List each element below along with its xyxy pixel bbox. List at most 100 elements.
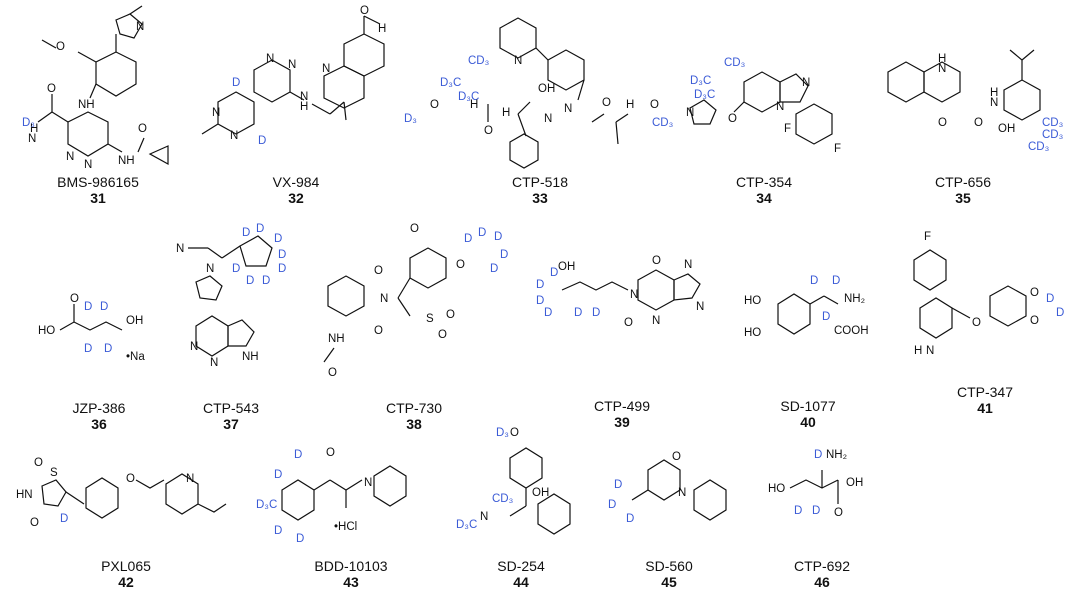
deuterium-label: D₃ [404, 113, 417, 125]
deuterium-label: D [794, 505, 802, 517]
deuterium-label: D₃C [458, 91, 479, 103]
deuterium-label: D₃C [690, 75, 711, 87]
atom-oh: OH [126, 315, 143, 327]
sodium-salt: •Na [126, 351, 145, 363]
deuterium-label: D [242, 227, 250, 239]
compound-name: CTP-354 [735, 174, 793, 190]
atom-o: O [728, 113, 737, 125]
atom-o: O [456, 259, 465, 271]
deuterium-label: D₃ [22, 117, 35, 129]
atom-n: N [696, 301, 704, 313]
compound-38: O O D D D D D N O O S O O NH O CTP-730 3… [314, 222, 514, 432]
deuterium-label: D [1056, 307, 1064, 319]
compound-number: 43 [343, 574, 359, 590]
atom-n: N [212, 107, 220, 119]
atom-nh: H [626, 99, 634, 111]
deuterium-label: D [536, 279, 544, 291]
atom-n: N [630, 289, 638, 301]
compound-name: PXL065 [101, 558, 151, 574]
compound-name: SD-254 [497, 558, 545, 574]
atom-ho: HO [38, 325, 55, 337]
deuterium-label: CD₃ [652, 117, 674, 129]
atom-o: O [374, 265, 383, 277]
compound-name: CTP-692 [793, 558, 851, 574]
atom-o: O [602, 97, 611, 109]
deuterium-label: D [592, 307, 600, 319]
atom-nh: H [990, 87, 998, 99]
atom-o: O [30, 517, 39, 529]
atom-nh2: NH₂ [826, 449, 847, 461]
atom-nh2: NH₂ [844, 293, 865, 305]
deuterium-label: D [536, 295, 544, 307]
compound-name: SD-560 [645, 558, 693, 574]
atom-o: O [652, 255, 661, 267]
structure-35: H N O O H N OH CD₃ CD₃ CD₃ [887, 49, 1064, 153]
deuterium-label: D [246, 275, 254, 287]
deuterium-label: CD₃ [1028, 141, 1050, 153]
deuterium-label: D [626, 513, 634, 525]
deuterium-label: D [500, 249, 508, 261]
hydrochloride-salt: •HCl [334, 521, 357, 533]
compound-number: 36 [91, 416, 107, 432]
deuterium-label: D [494, 231, 502, 243]
structure-31: N O NH N N O H N D₃ NH O [22, 5, 169, 171]
compound-number: 33 [532, 190, 548, 206]
atom-n: N [514, 55, 522, 67]
structure-32: N N D D N N H N N O H [201, 5, 386, 147]
atom-n: N [564, 103, 572, 115]
atom-o: O [360, 5, 369, 17]
atom-n: N [210, 357, 218, 369]
structure-46: D NH₂ HO O OH D D [768, 449, 863, 519]
atom-oh: OH [846, 477, 863, 489]
deuterium-label: D₃C [440, 77, 461, 89]
atom-o: O [672, 451, 681, 463]
atom-hn: H [914, 345, 922, 357]
atom-c: O [510, 427, 519, 439]
compound-number: 42 [118, 574, 134, 590]
atom-o: O [484, 125, 493, 137]
deuterium-label: D [574, 307, 582, 319]
atom-o: O [47, 83, 56, 95]
atom-nh: H [300, 101, 308, 113]
compound-number: 45 [661, 574, 677, 590]
compound-34: CD₃ D₃C D₃C N N O N F F CTP-354 34 [684, 4, 844, 206]
deuterium-label: D [810, 275, 818, 287]
atom-oh: OH [998, 123, 1015, 135]
atom-h: H [470, 99, 478, 111]
deuterium-label: D [544, 307, 552, 319]
atom-o: O [410, 223, 419, 235]
atom-n: N [84, 159, 92, 171]
atom-o: O [374, 325, 383, 337]
atom-nh: NH [118, 155, 135, 167]
atom-cooh: COOH [834, 325, 869, 337]
structure-44: D₃ O N CD₃ D₃C OH [456, 427, 571, 535]
deuterium-label: D₃C [456, 519, 477, 531]
compound-name: BDD-10103 [314, 558, 388, 574]
deuterium-label: D₃C [694, 89, 715, 101]
compound-number: 34 [756, 190, 772, 206]
atom-n: N [206, 263, 214, 275]
deuterium-label: D [84, 301, 92, 313]
atom-s: S [50, 467, 58, 479]
atom-h: H [30, 123, 38, 135]
compound-46: D NH₂ HO O OH D D CTP-692 46 [762, 446, 882, 590]
atom-n: N [28, 133, 36, 145]
atom-f: F [924, 231, 931, 243]
atom-n: N [686, 107, 694, 119]
compound-number: 37 [223, 416, 239, 432]
compound-number: 39 [614, 414, 630, 430]
atom-o: O [446, 309, 455, 321]
deuterium-label: D [274, 233, 282, 245]
deuterium-label: D [832, 275, 840, 287]
deuterium-label: D [60, 513, 68, 525]
atom-o: O [438, 329, 447, 341]
compound-name: CTP-656 [934, 174, 992, 190]
atom-n: N [652, 315, 660, 327]
atom-n: N [684, 259, 692, 271]
deuterium-label: D [550, 267, 558, 279]
deuterium-label: D [256, 223, 264, 235]
atom-n: N [926, 345, 934, 357]
compound-name: CTP-347 [956, 384, 1014, 400]
structure-43: D D D₃C D D O N •HCl [256, 447, 407, 545]
deuterium-label: D₃C [256, 499, 277, 511]
